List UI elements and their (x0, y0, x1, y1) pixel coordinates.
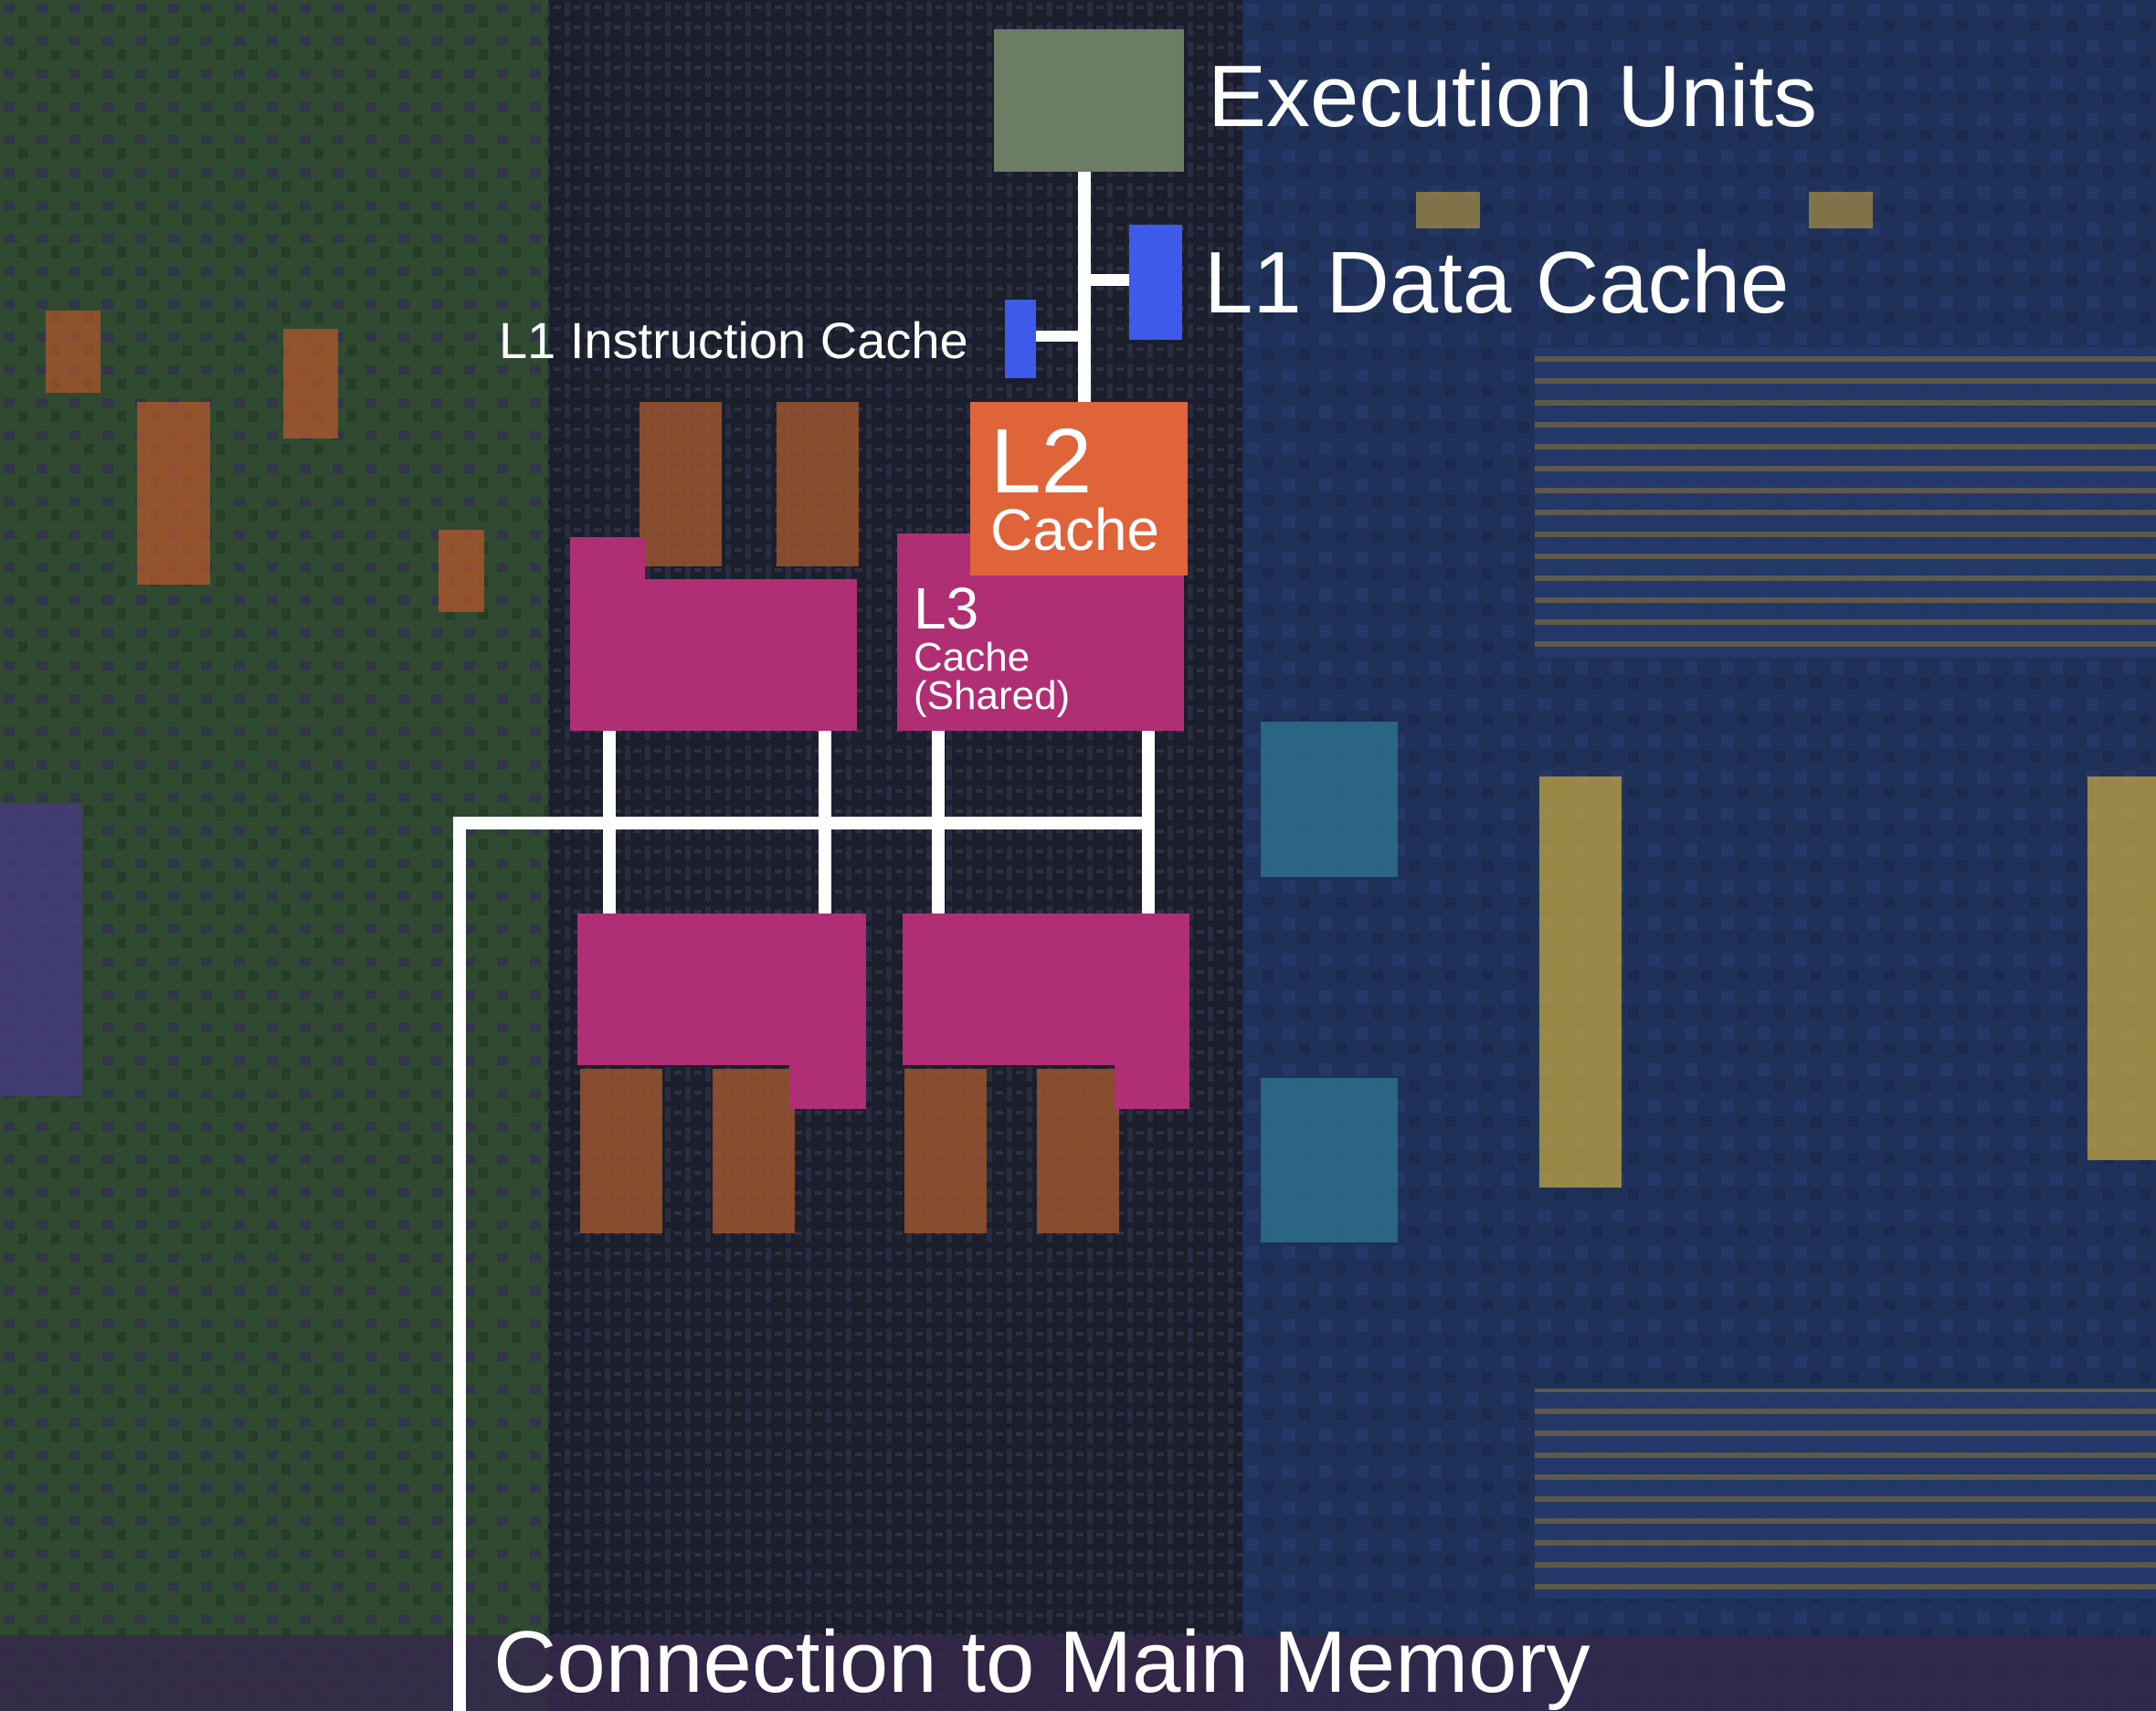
l3-cache-title: L3 (914, 576, 979, 641)
connector-l1d (1091, 274, 1129, 286)
execution-units-block (994, 29, 1184, 172)
l3-slice-lower-left (577, 914, 866, 1109)
l3-cache-subtitle: Cache (914, 635, 1030, 680)
connector-to-main-memory (453, 817, 466, 1711)
l2-cache-block (970, 402, 1188, 576)
l1-data-cache-label: L1 Data Cache (1204, 234, 1790, 332)
l3-cache-shared-note: (Shared) (914, 673, 1071, 718)
l1-data-cache-block (1129, 225, 1182, 340)
l1-instruction-cache-label: L1 Instruction Cache (499, 312, 968, 369)
main-memory-label: Connection to Main Memory (493, 1613, 1591, 1711)
connector-l1i (1036, 331, 1078, 342)
l3-slice-upper-right (897, 533, 1184, 731)
connector-exec-to-l2 (1078, 172, 1091, 402)
die-stripes-bottom (1535, 1389, 2156, 1599)
ring-bus (453, 817, 1155, 829)
l2-cache-subtitle: Cache (990, 497, 1159, 563)
l3-slice-lower-right (903, 914, 1189, 1109)
l2-cache-title: L2 (990, 410, 1093, 512)
execution-units-label: Execution Units (1208, 48, 1817, 145)
l1-instruction-cache-block (1005, 300, 1036, 378)
die-bottom-strip (0, 1635, 2156, 1711)
l3-slice-upper-left (570, 537, 857, 731)
die-stripes-top (1535, 347, 2156, 658)
